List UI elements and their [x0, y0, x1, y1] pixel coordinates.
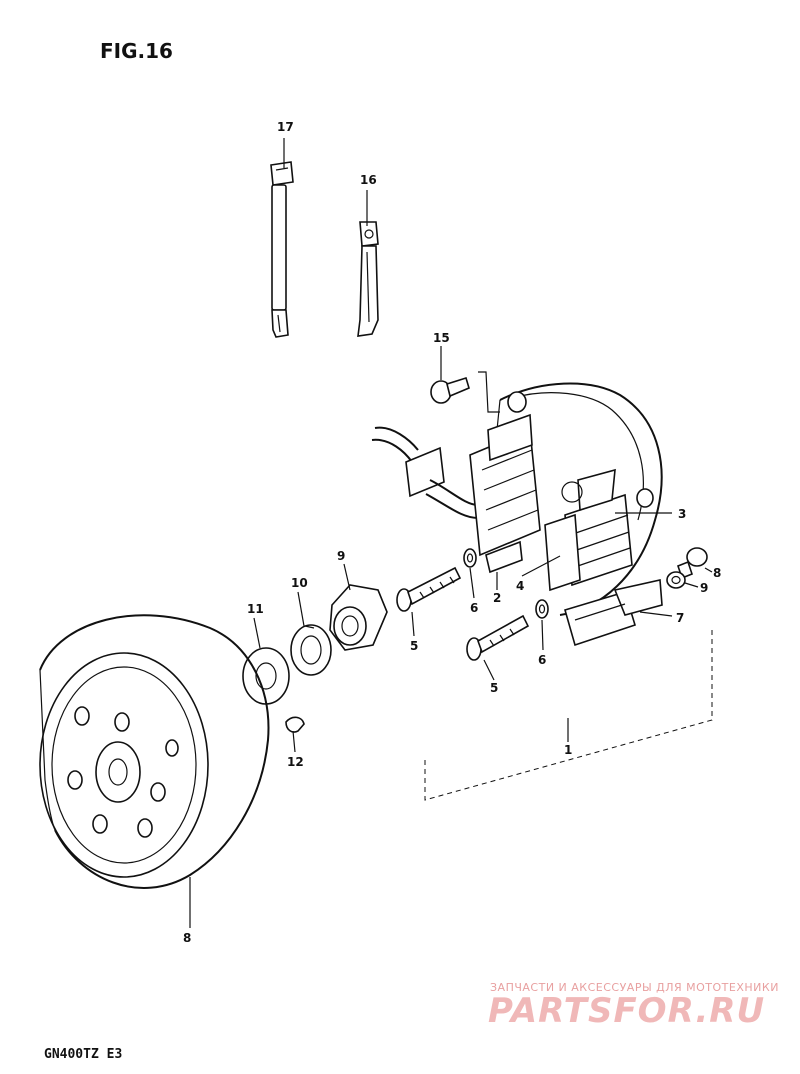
part-14-key — [285, 716, 305, 733]
watermark-brand: PARTSFOR.RU — [488, 991, 765, 1031]
callout-15: 15 — [433, 331, 450, 345]
figure-title: FIG.16 — [100, 39, 173, 63]
callout-6-lower: 6 — [538, 653, 546, 667]
callout-10: 8 — [183, 931, 191, 945]
part-17-strap — [270, 161, 294, 338]
callout-16: 16 — [360, 173, 377, 187]
callout-6-upper: 6 — [470, 601, 478, 615]
part-6-washer-upper — [463, 548, 477, 568]
callout-3: 3 — [678, 507, 686, 521]
callout-17: 17 — [277, 120, 294, 134]
part-9-washer — [666, 571, 686, 589]
part-5-screw-upper — [396, 566, 462, 612]
part-5-screw-lower — [466, 614, 530, 661]
part-13-washer — [242, 647, 290, 705]
callout-labels: 17 16 15 9 10 11 12 8 5 5 6 6 2 4 3 7 9 … — [183, 120, 721, 945]
callout-4: 4 — [516, 579, 524, 593]
part-10-rotor — [39, 614, 270, 889]
model-code: GN400TZ E3 — [44, 1047, 122, 1062]
leader-lines — [189, 138, 713, 928]
part-6-washer-lower — [535, 599, 549, 619]
callout-2: 2 — [493, 591, 501, 605]
part-15-screw — [430, 376, 470, 404]
part-11-nut — [329, 584, 388, 651]
callout-13: 11 — [247, 602, 264, 616]
callout-5-upper: 5 — [410, 639, 418, 653]
callout-5-lower: 5 — [490, 681, 498, 695]
callout-9: 9 — [700, 581, 708, 595]
callout-7: 7 — [676, 611, 684, 625]
callout-12: 10 — [291, 576, 308, 590]
callout-8-text: 8 — [713, 566, 721, 580]
watermark-tagline: ЗАПЧАСТИ И АКСЕССУАРЫ ДЛЯ МОТОТЕХНИКИ — [490, 981, 779, 994]
part-12-lock-washer — [290, 624, 332, 676]
watermark: ЗАПЧАСТИ И АКСЕССУАРЫ ДЛЯ МОТОТЕХНИКИ PA… — [488, 981, 779, 1031]
callout-11: 9 — [337, 549, 345, 563]
callout-14: 12 — [287, 755, 304, 769]
stator-assembly — [371, 382, 663, 647]
part-16-strap — [357, 221, 379, 337]
callout-1: 1 — [564, 743, 572, 757]
